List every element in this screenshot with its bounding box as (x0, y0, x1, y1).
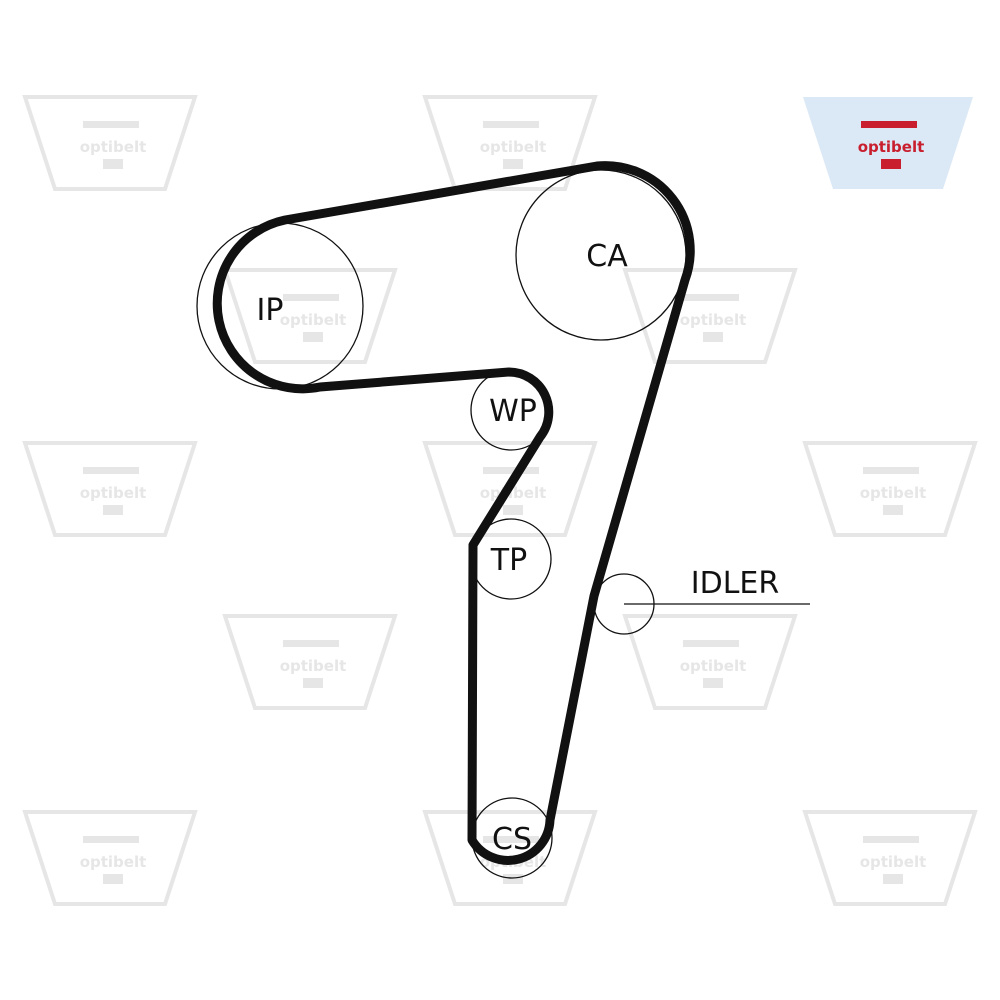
pulley-tp (470, 518, 552, 600)
watermark-logo-text: optibelt (860, 484, 927, 502)
pulley-label-wp: WP (489, 394, 537, 429)
watermark-logo-text: optibelt (480, 138, 547, 156)
brand-logo: optibelt (803, 97, 973, 189)
watermark-logo: optibelt (802, 441, 978, 537)
pulley-cs (471, 797, 553, 879)
watermark-logo-text: optibelt (280, 311, 347, 329)
watermark-logo: optibelt (422, 95, 598, 191)
watermark-logo: optibelt (802, 810, 978, 906)
brand-logo-text: optibelt (858, 138, 925, 156)
watermark-logo: optibelt (22, 95, 198, 191)
watermark-logo-text: optibelt (80, 853, 147, 871)
watermark-logo-text: optibelt (680, 657, 747, 675)
callout-label-idler: IDLER (691, 566, 779, 601)
watermark-layer: optibelt optibelt optibelt optibelt optibelt… (22, 95, 978, 906)
watermark-logo-text: optibelt (280, 657, 347, 675)
pulley-label-tp: TP (490, 543, 527, 578)
watermark-logo: optibelt (622, 268, 798, 364)
timing-belt (212, 161, 695, 865)
pulley-label-ip: IP (257, 293, 284, 328)
pulley-ca (515, 169, 687, 341)
pulley-ip (196, 222, 364, 390)
pulley-label-cs: CS (492, 822, 532, 857)
watermark-logo: optibelt (22, 810, 198, 906)
watermark-logo-text: optibelt (480, 484, 547, 502)
watermark-logo: optibelt (622, 614, 798, 710)
pulley-wp (470, 369, 552, 451)
watermark-logo-text: optibelt (80, 484, 147, 502)
watermark-logo-text: optibelt (680, 311, 747, 329)
watermark-logo: optibelt (222, 614, 398, 710)
pulley-label-ca: CA (586, 239, 628, 274)
watermark-logo-text: optibelt (80, 138, 147, 156)
watermark-logo: optibelt (222, 268, 398, 364)
watermark-logo-text: optibelt (860, 853, 927, 871)
watermark-logo: optibelt (22, 441, 198, 537)
